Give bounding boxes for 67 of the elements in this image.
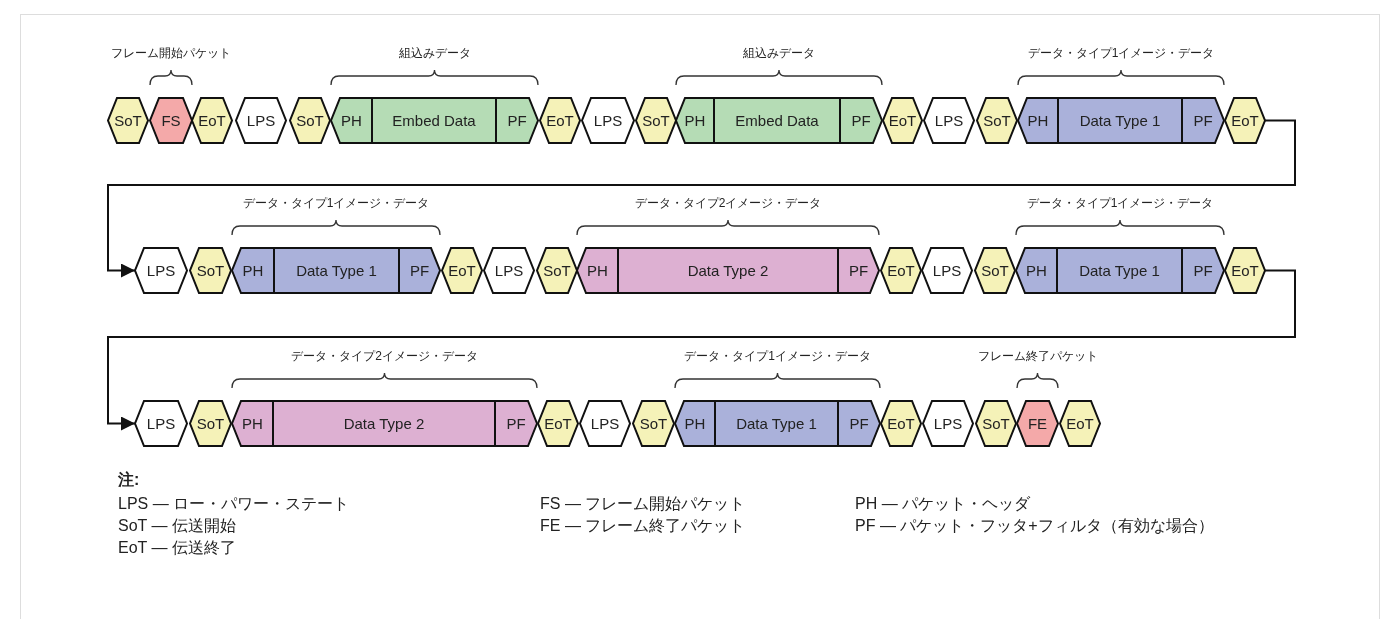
packet-segment: PH — [676, 98, 714, 143]
group-label: フレーム開始パケット — [111, 45, 231, 62]
hexagon-segment: SoT — [633, 401, 674, 446]
packet-segment: PH — [232, 248, 274, 293]
arrow — [107, 119, 1296, 278]
hexagon-segment: FS — [150, 98, 192, 143]
packet-segment: PF — [840, 98, 882, 143]
packet-segment: PF — [496, 98, 538, 143]
packet-segment: PF — [838, 248, 879, 293]
hexagon-segment: SoT — [537, 248, 577, 293]
hexagon-segment: EoT — [538, 401, 578, 446]
hexagon-segment: SoT — [636, 98, 676, 143]
packet-segment: PH — [1018, 98, 1058, 143]
hexagon-segment: LPS — [922, 248, 972, 293]
hexagon-segment: EoT — [881, 248, 921, 293]
hexagon-segment: EoT — [1225, 248, 1265, 293]
packet-segment: PF — [838, 401, 880, 446]
group-label: 組込みデータ — [398, 45, 471, 62]
hexagon-segment: LPS — [135, 248, 187, 293]
packet-segment: PH — [331, 98, 372, 143]
hexagon-segment: EoT — [1225, 98, 1265, 143]
group-label: データ・タイプ1イメージ・データ — [1026, 195, 1214, 212]
packet-segment: PH — [1016, 248, 1057, 293]
hexagon-segment: SoT — [190, 248, 231, 293]
note-text: LPS — ロー・パワー・ステート — [118, 494, 350, 514]
note-text: PH — パケット・ヘッダ — [855, 494, 1031, 514]
hexagon-segment: SoT — [977, 98, 1017, 143]
note-text: PF — パケット・フッタ+フィルタ（有効な場合） — [855, 516, 1214, 536]
group-label: 組込みデータ — [743, 45, 815, 62]
hexagon-segment: SoT — [108, 98, 148, 143]
group-label: データ・タイプ1イメージ・データ — [1027, 45, 1215, 62]
hexagon-segment: LPS — [923, 401, 973, 446]
packet-segment: PF — [1182, 248, 1224, 293]
hexagon-segment: EoT — [540, 98, 580, 143]
packet-segment: PF — [399, 248, 440, 293]
packet-segment: PH — [232, 401, 273, 446]
packet-segment: PF — [1182, 98, 1224, 143]
hexagon-segment: EoT — [883, 98, 922, 143]
packet-segment: PH — [577, 248, 618, 293]
hexagon-segment: LPS — [924, 98, 974, 143]
packet-segment: PH — [675, 401, 715, 446]
group-label: データ・タイプ2イメージ・データ — [634, 195, 822, 212]
hexagon-segment: EoT — [1060, 401, 1100, 446]
hexagon-segment: SoT — [976, 401, 1016, 446]
note-text: EoT — 伝送終了 — [118, 538, 236, 558]
hexagon-segment: LPS — [236, 98, 286, 143]
hexagon-segment: EoT — [192, 98, 232, 143]
hexagon-segment: LPS — [484, 248, 534, 293]
arrow — [107, 269, 1296, 431]
note-text: FE — フレーム終了パケット — [540, 516, 746, 536]
hexagon-segment: LPS — [580, 401, 630, 446]
hexagon-segment: FE — [1017, 401, 1058, 446]
hexagon-segment: SoT — [190, 401, 231, 446]
note-text: SoT — 伝送開始 — [118, 516, 236, 536]
hexagon-segment: LPS — [582, 98, 634, 143]
group-label: データ・タイプ1イメージ・データ — [242, 195, 430, 212]
group-label: データ・タイプ2イメージ・データ — [291, 348, 478, 365]
hexagon-segment: EoT — [442, 248, 482, 293]
note-text: FS — フレーム開始パケット — [540, 494, 746, 514]
packet-segment: PF — [495, 401, 537, 446]
hexagon-segment: SoT — [290, 98, 330, 143]
hexagon-segment: LPS — [135, 401, 187, 446]
notes-heading: 注: — [118, 470, 140, 490]
hexagon-segment: SoT — [975, 248, 1015, 293]
hexagon-segment: EoT — [881, 401, 921, 446]
group-label: フレーム終了パケット — [977, 348, 1098, 365]
group-label: データ・タイプ1イメージ・データ — [684, 348, 871, 365]
